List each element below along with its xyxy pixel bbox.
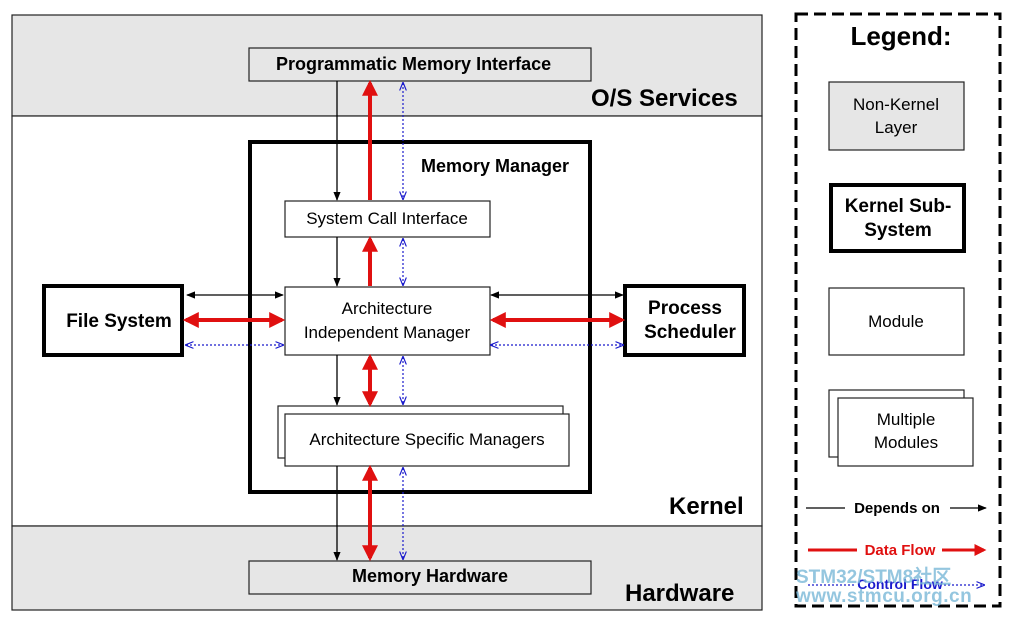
legend-title: Legend: [850, 21, 951, 51]
system-call-interface-label: System Call Interface [306, 209, 468, 228]
system-call-interface-box: System Call Interface [284, 200, 491, 238]
legend-non-kernel-label-1: Non-Kernel [853, 95, 939, 114]
legend-control-flow-item: Control Flow [808, 576, 984, 592]
process-scheduler-box: Process Scheduler [623, 284, 746, 357]
watermark-line-2: www.stmcu.org.cn [796, 586, 973, 607]
process-scheduler-label-1: Process [648, 298, 722, 319]
programmatic-memory-interface-box: Programmatic Memory Interface [248, 47, 592, 82]
depends-on-arrows [186, 81, 624, 561]
arch-specific-managers-box: Architecture Specific Managers [277, 405, 570, 467]
legend-data-flow-item: Data Flow [808, 542, 987, 559]
arch-independent-manager-label-1: Architecture [342, 299, 433, 318]
control-flow-arrows [186, 83, 623, 559]
hardware-label: Hardware [625, 580, 734, 607]
kernel-label: Kernel [669, 493, 744, 520]
legend-non-kernel-item: Non-Kernel Layer [828, 81, 965, 151]
memory-hardware-box: Memory Hardware [248, 560, 592, 595]
legend-multiple-modules-item: Multiple Modules [828, 389, 974, 467]
legend-kernel-sub-item: Kernel Sub- System [829, 183, 966, 253]
os-services-label: O/S Services [591, 85, 738, 112]
legend-module-item: Module [828, 287, 965, 356]
legend-control-flow-label: Control Flow [857, 576, 943, 592]
memory-manager-label: Memory Manager [421, 156, 569, 176]
arch-independent-manager-box: Architecture Independent Manager [284, 286, 491, 356]
legend-module-label: Module [868, 312, 924, 331]
legend-data-flow-label: Data Flow [865, 542, 936, 559]
legend-multiple-modules-label-2: Modules [874, 433, 938, 452]
legend: Legend: Non-Kernel Layer Kernel Sub- Sys… [794, 12, 1002, 608]
legend-non-kernel-label-2: Layer [875, 118, 918, 137]
memory-hardware-label: Memory Hardware [352, 566, 508, 586]
process-scheduler-label-2: Scheduler [644, 322, 736, 343]
file-system-box: File System [42, 284, 184, 357]
legend-multiple-modules-label-1: Multiple [877, 410, 936, 429]
legend-kernel-sub-label-1: Kernel Sub- [845, 196, 952, 217]
arch-independent-manager-label-2: Independent Manager [304, 323, 471, 342]
legend-kernel-sub-label-2: System [864, 220, 932, 241]
file-system-label: File System [66, 311, 172, 332]
arch-specific-managers-label: Architecture Specific Managers [309, 430, 544, 449]
data-flow-arrows [182, 79, 626, 562]
legend-depends-on-label: Depends on [854, 500, 940, 517]
watermark-line-1: STM32/STM8社区 [796, 567, 952, 588]
programmatic-memory-interface-label: Programmatic Memory Interface [276, 54, 551, 74]
legend-depends-on-item: Depends on [806, 500, 987, 517]
